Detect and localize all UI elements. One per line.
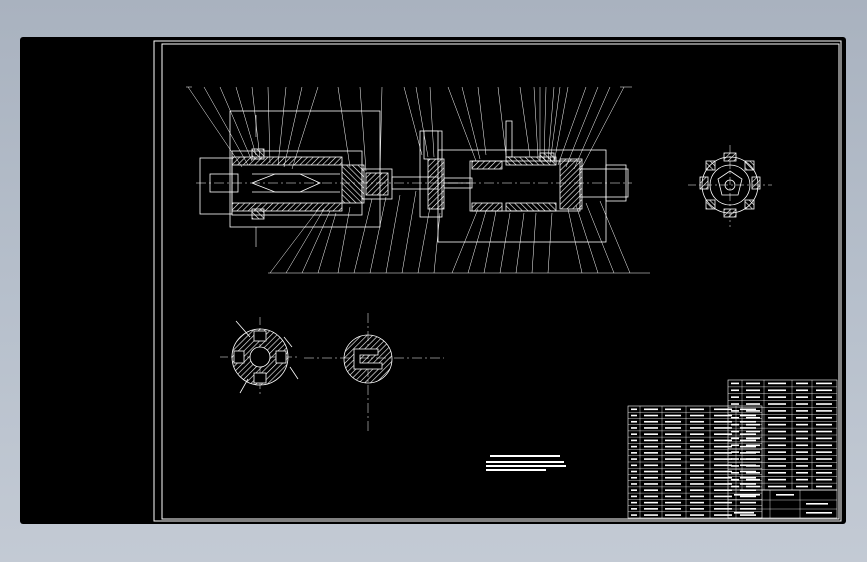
cross-section-middle	[304, 313, 444, 431]
leader-lines-bottom	[268, 190, 650, 274]
end-view-right	[688, 145, 772, 227]
technical-notes	[486, 455, 566, 471]
sheet-border	[153, 40, 842, 522]
main-section-view	[196, 110, 632, 247]
cad-drawing-canvas[interactable]	[20, 37, 846, 524]
parts-list-text	[631, 382, 832, 516]
leader-lines-top	[186, 86, 632, 176]
assembly-drawing	[153, 40, 842, 522]
parts-list-grid	[628, 380, 837, 518]
cross-section-left	[220, 317, 300, 397]
